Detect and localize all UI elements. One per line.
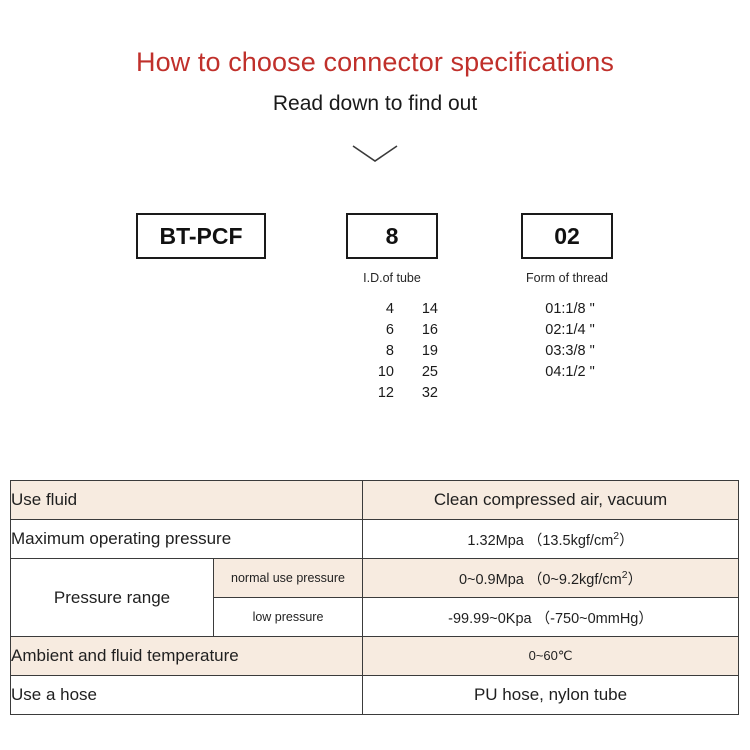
spec-label-use-fluid: Use fluid [9,480,364,520]
id-option-col2: 16 [421,322,438,338]
id-option-col2: 14 [421,301,438,317]
list-item: 04:1/2 " [545,364,595,380]
value-superscript: 2 [621,569,628,581]
table-row: Use a hose PU hose, nylon tube [9,675,740,715]
spec-label-max-operating-pressure: Maximum operating pressure [9,519,364,559]
id-option-col1: 4 [385,301,394,317]
spec-value-normal-use-pressure: 0~0.9Mpa （0~9.2kgf/cm2） [362,558,740,598]
table-row: Maximum operating pressure 1.32Mpa （13.5… [9,519,740,559]
list-item: 03:3/8 " [545,343,595,359]
table-row: Ambient and fluid temperature 0~60℃ [9,636,740,676]
code-box-prefix: BT-PCF [136,213,266,259]
list-item: 12 32 [352,383,448,404]
list-item: 6 16 [352,320,448,341]
spec-label-use-a-hose: Use a hose [9,675,364,715]
specification-table: Use fluid Clean compressed air, vacuum M… [9,480,740,715]
spec-label-pressure-range: Pressure range [10,558,214,637]
spec-value-max-operating-pressure: 1.32Mpa （13.5kgf/cm2） [362,519,740,559]
spec-value-low-pressure: -99.99~0Kpa （-750~0mmHg） [362,597,740,637]
value-suffix: ） [627,571,643,588]
spec-value-use-fluid: Clean compressed air, vacuum [362,480,740,520]
id-option-col2: 25 [421,364,438,380]
list-item: 8 19 [352,341,448,362]
id-of-tube-option-list: 4 14 6 16 8 19 10 25 12 32 [352,299,448,404]
caption-form-of-thread: Form of thread [526,271,608,285]
page-subtitle: Read down to find out [272,92,478,115]
list-item: 10 25 [352,362,448,383]
list-item: 4 14 [352,299,448,320]
form-of-thread-option-list: 01:1/8 " 02:1/4 " 03:3/8 " 04:1/2 " [510,299,630,383]
value-prefix: 1.32Mpa （13.5kgf/cm [467,532,614,549]
id-option-col1: 10 [377,364,394,380]
caption-id-of-tube: I.D.of tube [363,271,421,285]
spec-sublabel-low-pressure: low pressure [212,597,364,637]
list-item: 01:1/8 " [545,301,595,317]
table-row: Use fluid Clean compressed air, vacuum [9,480,740,520]
code-box-form-of-thread: 02 [521,213,613,259]
id-option-col2: 19 [421,343,438,359]
id-option-col1: 12 [377,385,394,401]
table-row: Pressure range normal use pressure 0~0.9… [10,558,740,637]
value-superscript: 2 [613,530,620,542]
spec-label-ambient-fluid-temperature: Ambient and fluid temperature [9,636,364,676]
list-item: 02:1/4 " [545,322,595,338]
page-title: How to choose connector specifications [135,47,615,77]
id-option-col1: 6 [385,322,394,338]
value-suffix: ） [619,532,634,549]
value-prefix: 0~0.9Mpa （0~9.2kgf/cm [458,571,622,588]
id-option-col1: 8 [385,343,394,359]
code-box-id-of-tube: 8 [346,213,438,259]
spec-value-ambient-fluid-temperature: 0~60℃ [362,636,740,676]
id-option-col2: 32 [421,385,438,401]
spec-value-use-a-hose: PU hose, nylon tube [362,675,740,715]
chevron-down-icon [351,143,399,165]
spec-sublabel-normal-use-pressure: normal use pressure [212,558,364,598]
